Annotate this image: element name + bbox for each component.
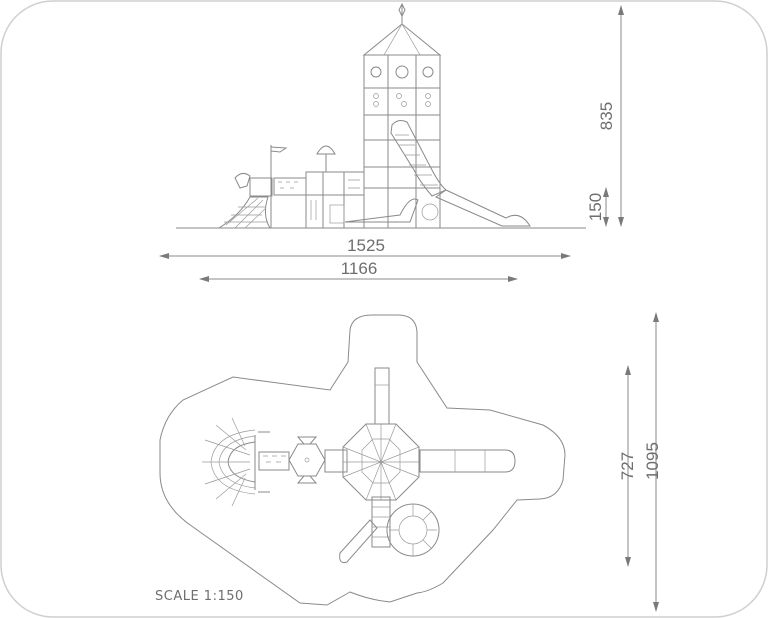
tube-slide — [390, 120, 531, 227]
tower-roof-octagon — [342, 423, 420, 501]
straight-slide-up — [374, 367, 390, 425]
net-fan — [202, 417, 270, 507]
spiral-tube-slide — [371, 496, 440, 557]
width-727-label: 727 — [618, 452, 637, 480]
plan-view: 727 1095 SCALE 1:150 — [155, 312, 662, 612]
tower — [362, 2, 442, 229]
height-150-label: 150 — [586, 193, 605, 221]
safety-area-outline — [159, 314, 566, 606]
length-1525-label: 1525 — [347, 236, 385, 255]
straight-slide-right — [419, 449, 516, 473]
climbing-net — [218, 196, 271, 229]
height-835-label: 835 — [597, 102, 616, 130]
diagonal-slide — [339, 519, 378, 564]
connector-deck — [324, 449, 348, 473]
dolphin-panel — [234, 172, 273, 197]
length-1166-label: 1166 — [341, 259, 378, 278]
platform-modules — [305, 171, 365, 229]
bridge-panel — [258, 451, 290, 471]
hexagon-platform — [288, 436, 326, 484]
width-1095-label: 1095 — [643, 442, 662, 480]
umbrella-roof — [316, 145, 336, 172]
lower-slide — [344, 198, 439, 223]
side-elevation-view: 835 150 1525 1166 — [159, 2, 624, 282]
scale-label: SCALE 1:150 — [155, 589, 244, 604]
flag-pole — [270, 145, 307, 228]
